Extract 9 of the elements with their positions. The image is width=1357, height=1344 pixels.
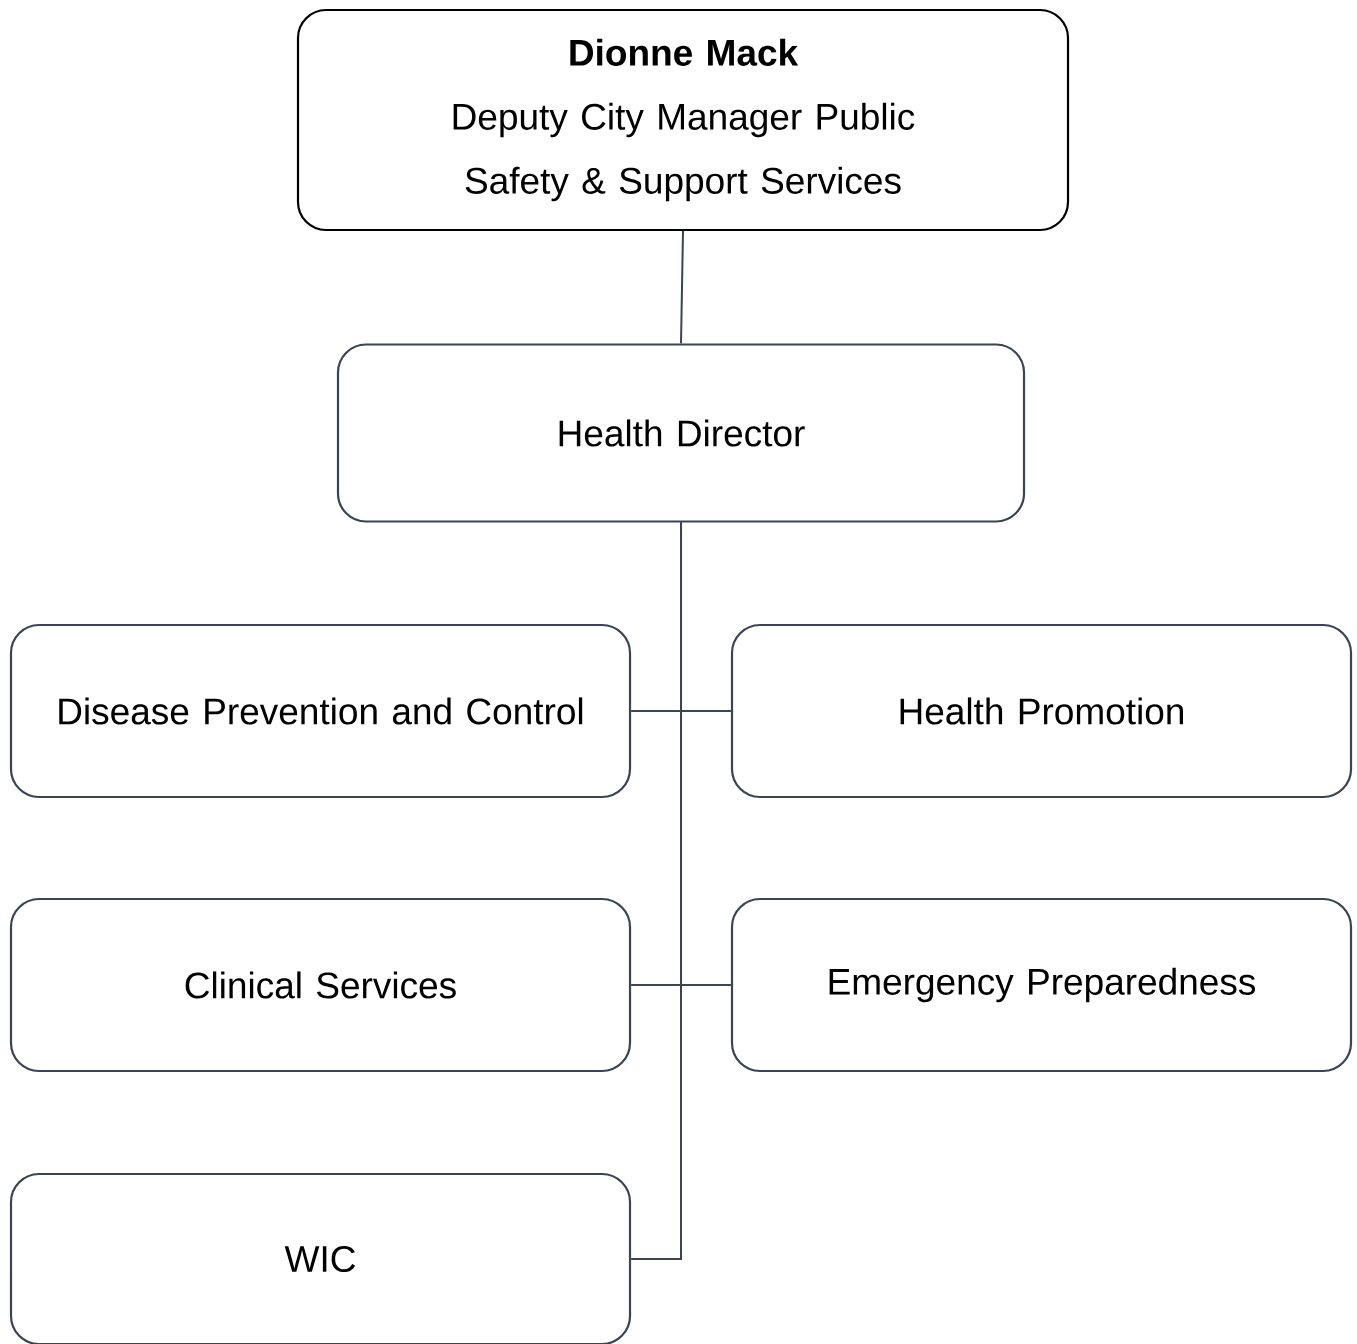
title-box: Dionne Mack Deputy City Manager Public Safety & Support Services xyxy=(296,8,1070,232)
connector-line xyxy=(630,521,682,1260)
division-box: WIC xyxy=(9,1172,632,1344)
division-box: Disease Prevention and Control xyxy=(9,623,632,799)
division-box: Clinical Services xyxy=(9,897,632,1073)
division-box: Health Promotion xyxy=(730,623,1353,799)
connector-line xyxy=(680,230,684,345)
director-box: Health Director xyxy=(336,343,1026,523)
division-box: Emergency Preparedness xyxy=(730,897,1353,1073)
